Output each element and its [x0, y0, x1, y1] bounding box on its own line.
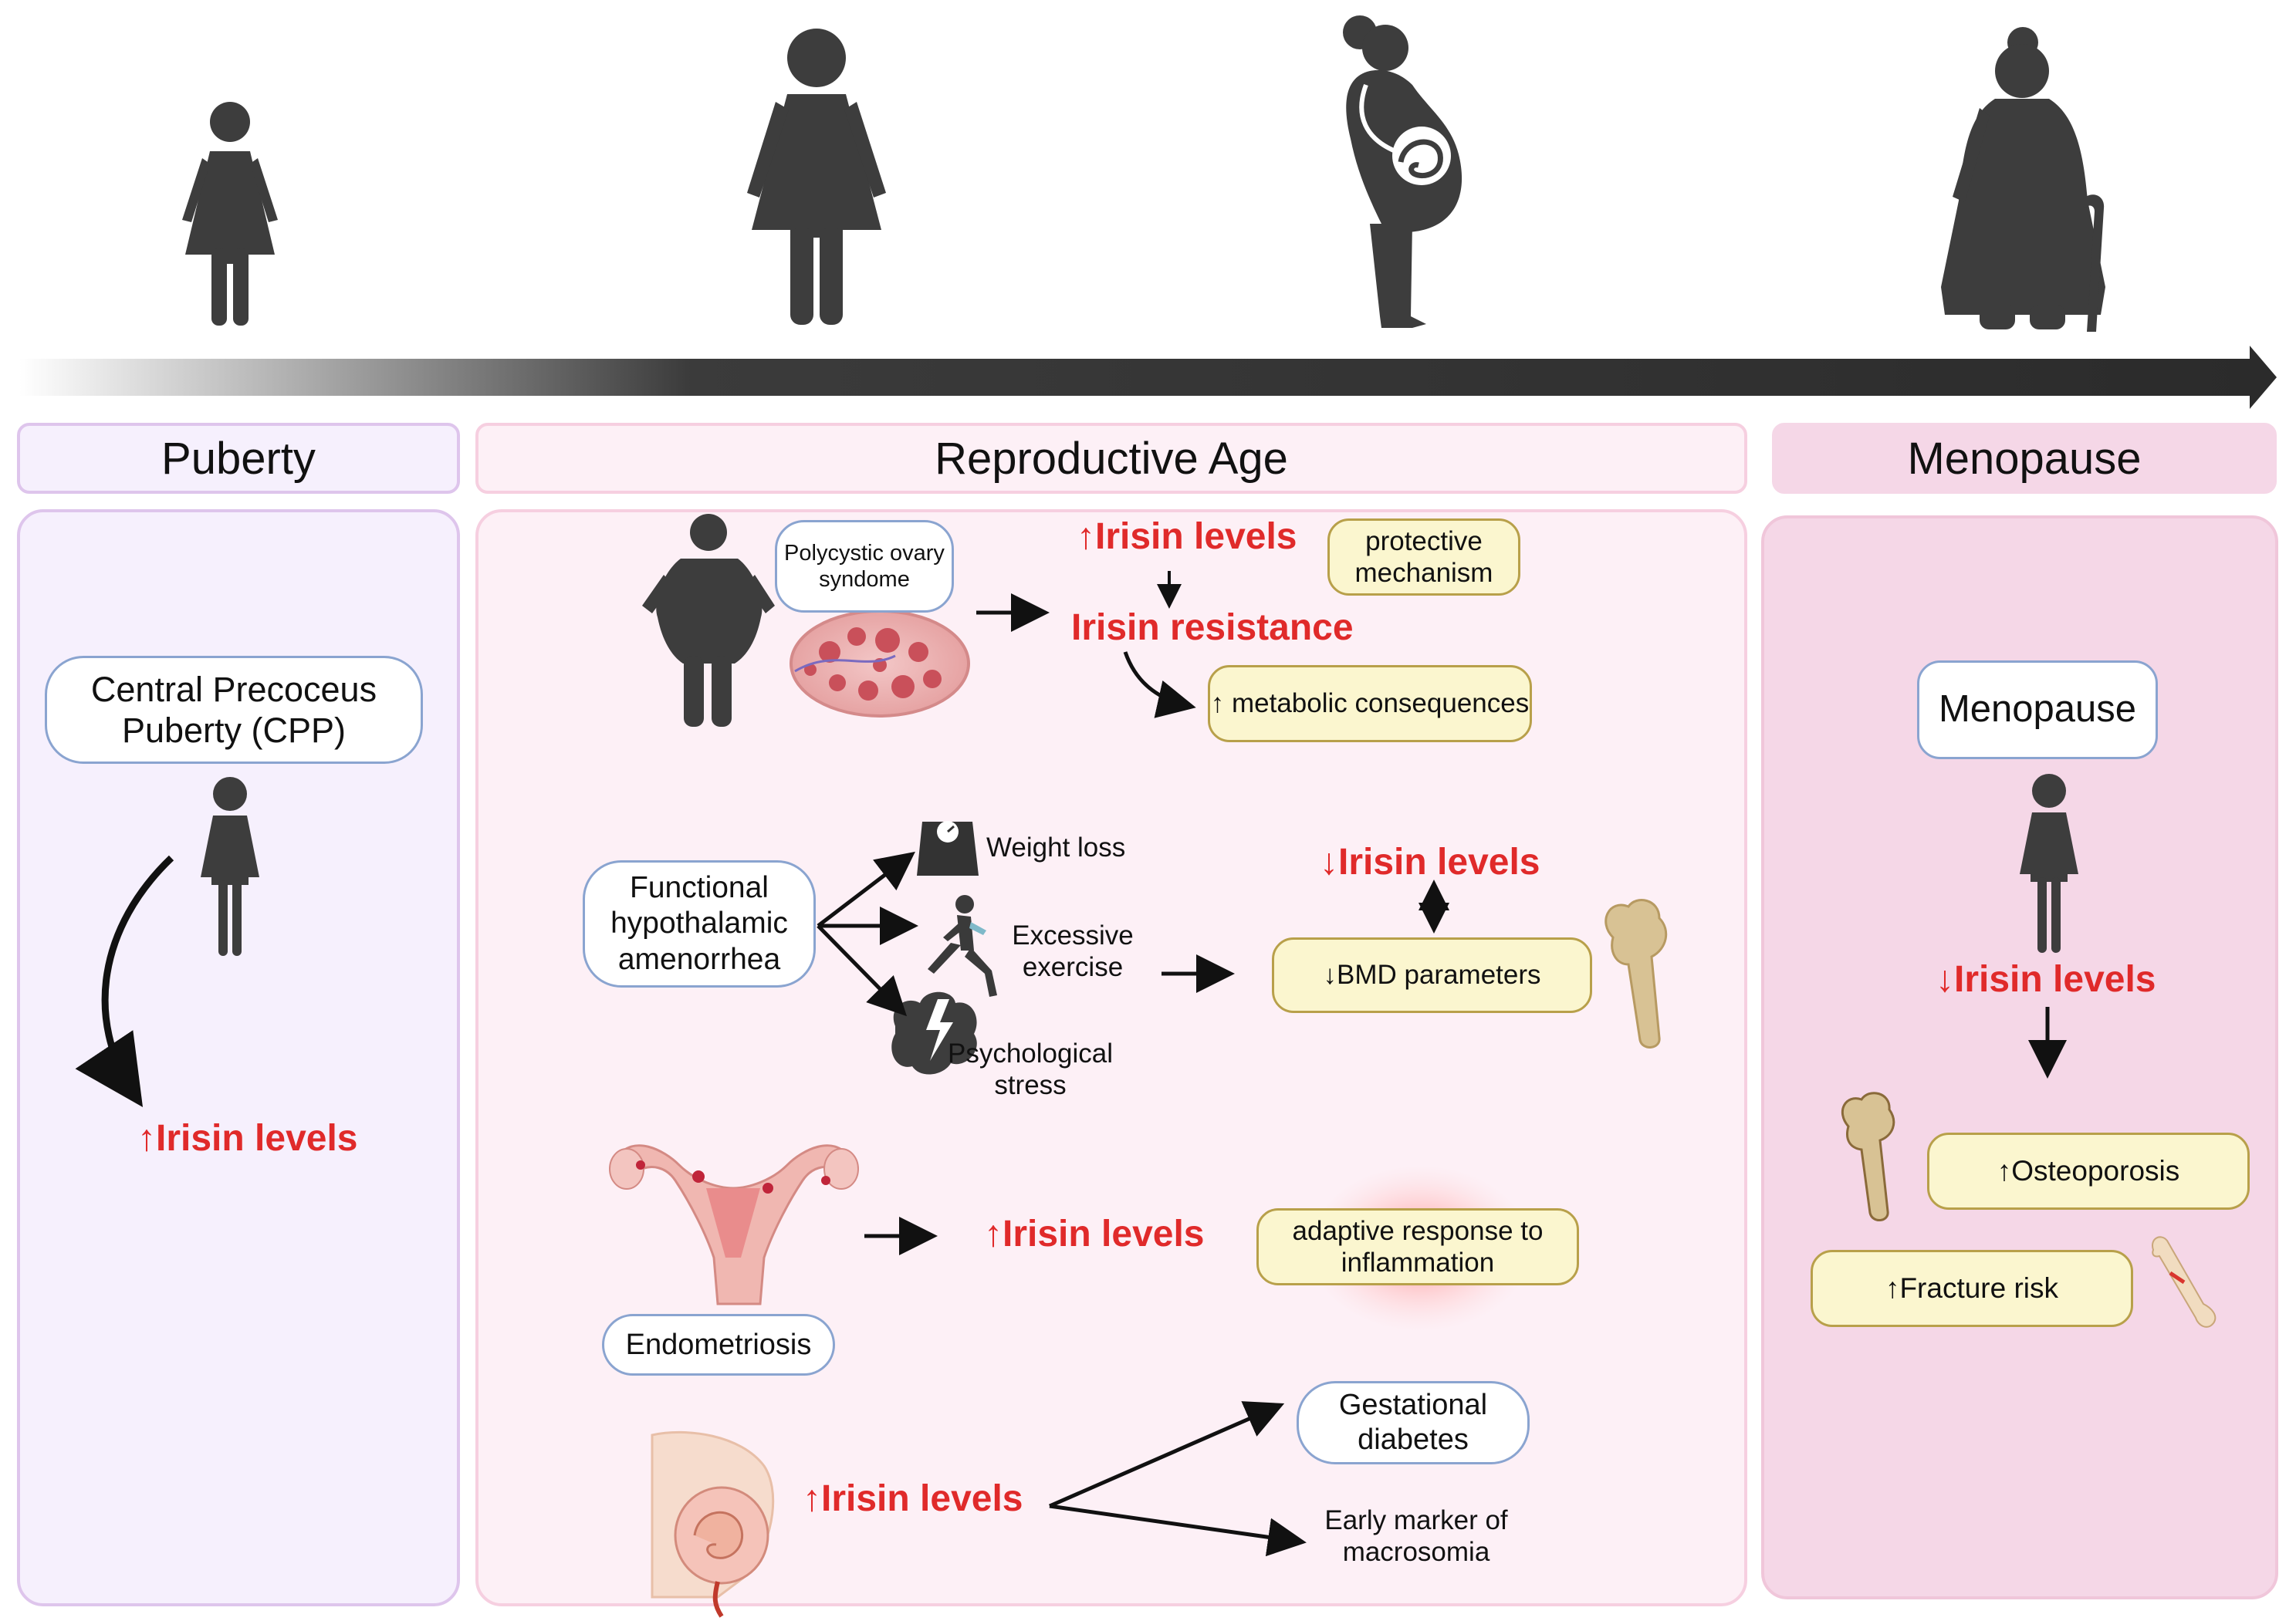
- protective-mechanism-box: protective mechanism: [1327, 518, 1520, 596]
- fha-label: Functional hypothalamic amenorrhea: [583, 860, 816, 988]
- timeline-arrow: [19, 346, 2277, 409]
- runner-icon: [928, 895, 997, 997]
- stage-header-puberty: Puberty: [17, 423, 460, 494]
- metabolic-consequences-box: ↑ metabolic consequences: [1208, 665, 1532, 742]
- menopause-irisin-down: ↓Irisin levels: [1936, 959, 2156, 1000]
- endometriosis-label: Endometriosis: [602, 1314, 835, 1376]
- fracture-risk-box: ↑Fracture risk: [1811, 1250, 2133, 1327]
- weight-loss-label: Weight loss: [986, 832, 1126, 863]
- uterus-icon: [609, 1144, 859, 1305]
- stage-label-menopause: Menopause: [1907, 433, 2142, 484]
- stage-label-reproductive: Reproductive Age: [935, 433, 1288, 484]
- child-silhouette-icon: [182, 102, 278, 326]
- woman-icon-menopause: [2020, 774, 2078, 953]
- osteoporosis-box: ↑Osteoporosis: [1927, 1133, 2250, 1210]
- fractured-bone-icon: [2152, 1236, 2217, 1328]
- stage-label-puberty: Puberty: [161, 433, 316, 484]
- brain-stress-icon: [891, 991, 977, 1075]
- pcos-label: Polycystic ovary syndome: [775, 520, 954, 613]
- arrows: [75, 571, 2067, 1557]
- cpp-label: Central Precoceus Puberty (CPP): [45, 656, 423, 764]
- fha-irisin-down: ↓Irisin levels: [1320, 842, 1540, 883]
- girl-icon: [201, 777, 259, 956]
- endo-irisin-up: ↑Irisin levels: [984, 1214, 1205, 1255]
- adaptive-response-box: adaptive response to inflammation: [1256, 1208, 1579, 1285]
- pregnant-woman-silhouette-icon: [1343, 15, 1462, 328]
- excessive-exercise-label: Excessive exercise: [1012, 920, 1134, 983]
- menopause-label: Menopause: [1917, 660, 2158, 759]
- polycystic-ovary-icon: [790, 610, 970, 718]
- stage-header-menopause: Menopause: [1772, 423, 2277, 494]
- obese-woman-icon: [642, 514, 775, 727]
- woman-silhouette-icon: [747, 29, 886, 325]
- bmd-parameters-box: ↓BMD parameters: [1272, 937, 1592, 1013]
- femur-bone-menopause-icon: [1841, 1092, 1895, 1221]
- macrosomia-label: Early marker of macrosomia: [1324, 1505, 1508, 1568]
- puberty-irisin-up: ↑Irisin levels: [137, 1118, 358, 1159]
- pcos-irisin-up: ↑Irisin levels: [1077, 516, 1297, 557]
- elderly-woman-silhouette-icon: [1941, 27, 2105, 332]
- fetus-in-womb-icon: [651, 1430, 775, 1618]
- psychological-stress-label: Psychological stress: [948, 1038, 1113, 1101]
- scale-icon: [917, 821, 979, 876]
- irisin-resistance: Irisin resistance: [1071, 607, 1354, 648]
- gestational-diabetes-label: Gestational diabetes: [1297, 1381, 1530, 1464]
- pregnancy-irisin-up: ↑Irisin levels: [803, 1478, 1023, 1519]
- femur-bone-icon: [1604, 899, 1668, 1049]
- stage-header-reproductive: Reproductive Age: [475, 423, 1747, 494]
